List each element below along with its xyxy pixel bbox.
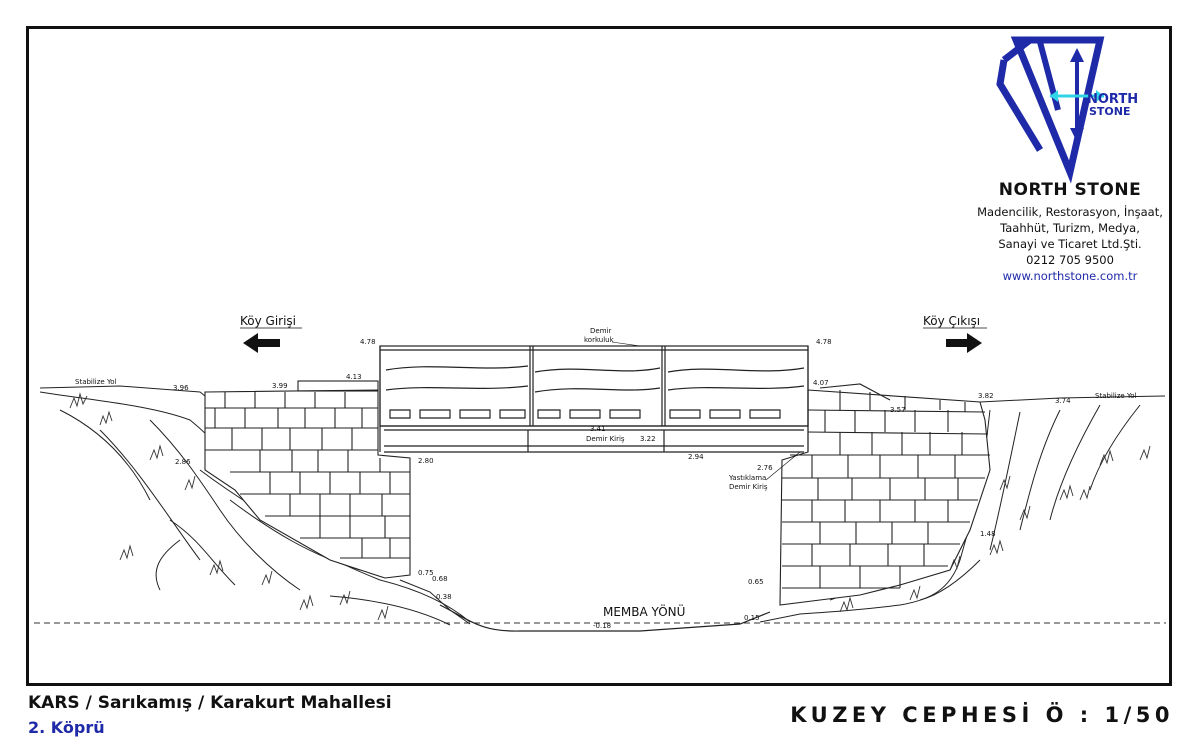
upstream-label: MEMBA YÖNÜ	[603, 603, 685, 619]
elevation-value: 3.74	[1055, 397, 1071, 405]
elevation-value: 0.38	[436, 593, 452, 601]
left-arrow-icon	[243, 333, 280, 353]
village-exit-label: Köy Çıkışı	[923, 314, 980, 328]
elevation-value: 3.57	[890, 406, 906, 414]
elevation-value: 0.68	[432, 575, 448, 583]
logo-text-north: NORTH	[1087, 92, 1138, 107]
elevation-value: 2.94	[688, 453, 704, 461]
elevation-value: 4.07	[813, 379, 829, 387]
elevation-value: 0.65	[748, 578, 764, 586]
road-left-label: Stabilize Yol	[75, 378, 117, 386]
elevation-value: 2.86	[175, 458, 191, 466]
right-arrow-icon	[946, 333, 982, 353]
vegetation	[69, 392, 1151, 621]
elevation-value: 3.22	[640, 435, 656, 443]
bearing-beam-label-2: Demir Kiriş	[729, 483, 768, 491]
company-name: NORTH STONE	[998, 180, 1142, 200]
village-entry-label: Köy Girişi	[240, 314, 296, 328]
drawing-title: KUZEY CEPHESİ Ö : 1/50	[790, 703, 1174, 727]
right-abutment	[779, 383, 991, 606]
company-line-3: Sanayi ve Ticaret Ltd.Şti.	[998, 237, 1142, 251]
company-line-1: Madencilik, Restorasyon, İnşaat,	[977, 205, 1163, 219]
road-right-label: Stabilize Yol	[1095, 392, 1137, 400]
elevation-value: 2.76	[757, 464, 773, 472]
railing-label-1: Demir	[590, 327, 611, 335]
company-website-link[interactable]: www.northstone.com.tr	[1002, 269, 1138, 283]
elevation-value: 2.80	[418, 457, 434, 465]
bridge-deck	[379, 345, 809, 453]
company-logo: NORTH STONE	[996, 36, 1138, 184]
beam-label: Demir Kiriş	[586, 435, 625, 443]
bearing-beam-label-1: Yastıklama	[728, 474, 766, 482]
drawing-frame	[26, 26, 1172, 686]
logo-text-stone: STONE	[1089, 105, 1131, 118]
elevation-value: 3.41	[590, 425, 606, 433]
bridge-subtitle: 2. Köprü	[28, 718, 105, 737]
elevation-value: 0.75	[418, 569, 434, 577]
elevation-value: 3.96	[173, 384, 189, 392]
river-bed	[439, 604, 771, 632]
company-info: NORTH STONE Madencilik, Restorasyon, İnş…	[968, 180, 1172, 284]
elevation-value: -0.18	[593, 622, 611, 630]
elevation-value: 0.15	[744, 614, 760, 622]
location-title: KARS / Sarıkamış / Karakurt Mahallesi	[28, 693, 392, 713]
elevation-value: 3.82	[978, 392, 994, 400]
elevation-value: 3.99	[272, 382, 288, 390]
left-abutment	[204, 380, 411, 579]
company-line-2: Taahhüt, Turizm, Medya,	[1000, 221, 1140, 235]
elevation-value: 4.78	[816, 338, 832, 346]
elevation-markers: 4.78 4.78 3.96 3.99 4.13 2.86 2.80 0.75 …	[173, 338, 1071, 630]
elevation-value: 4.13	[346, 373, 362, 381]
elevation-value: 4.78	[360, 338, 376, 346]
elevation-value: 1.48	[980, 530, 996, 538]
company-phone: 0212 705 9500	[1026, 253, 1114, 267]
railing-label-2: korkuluk	[584, 336, 615, 344]
